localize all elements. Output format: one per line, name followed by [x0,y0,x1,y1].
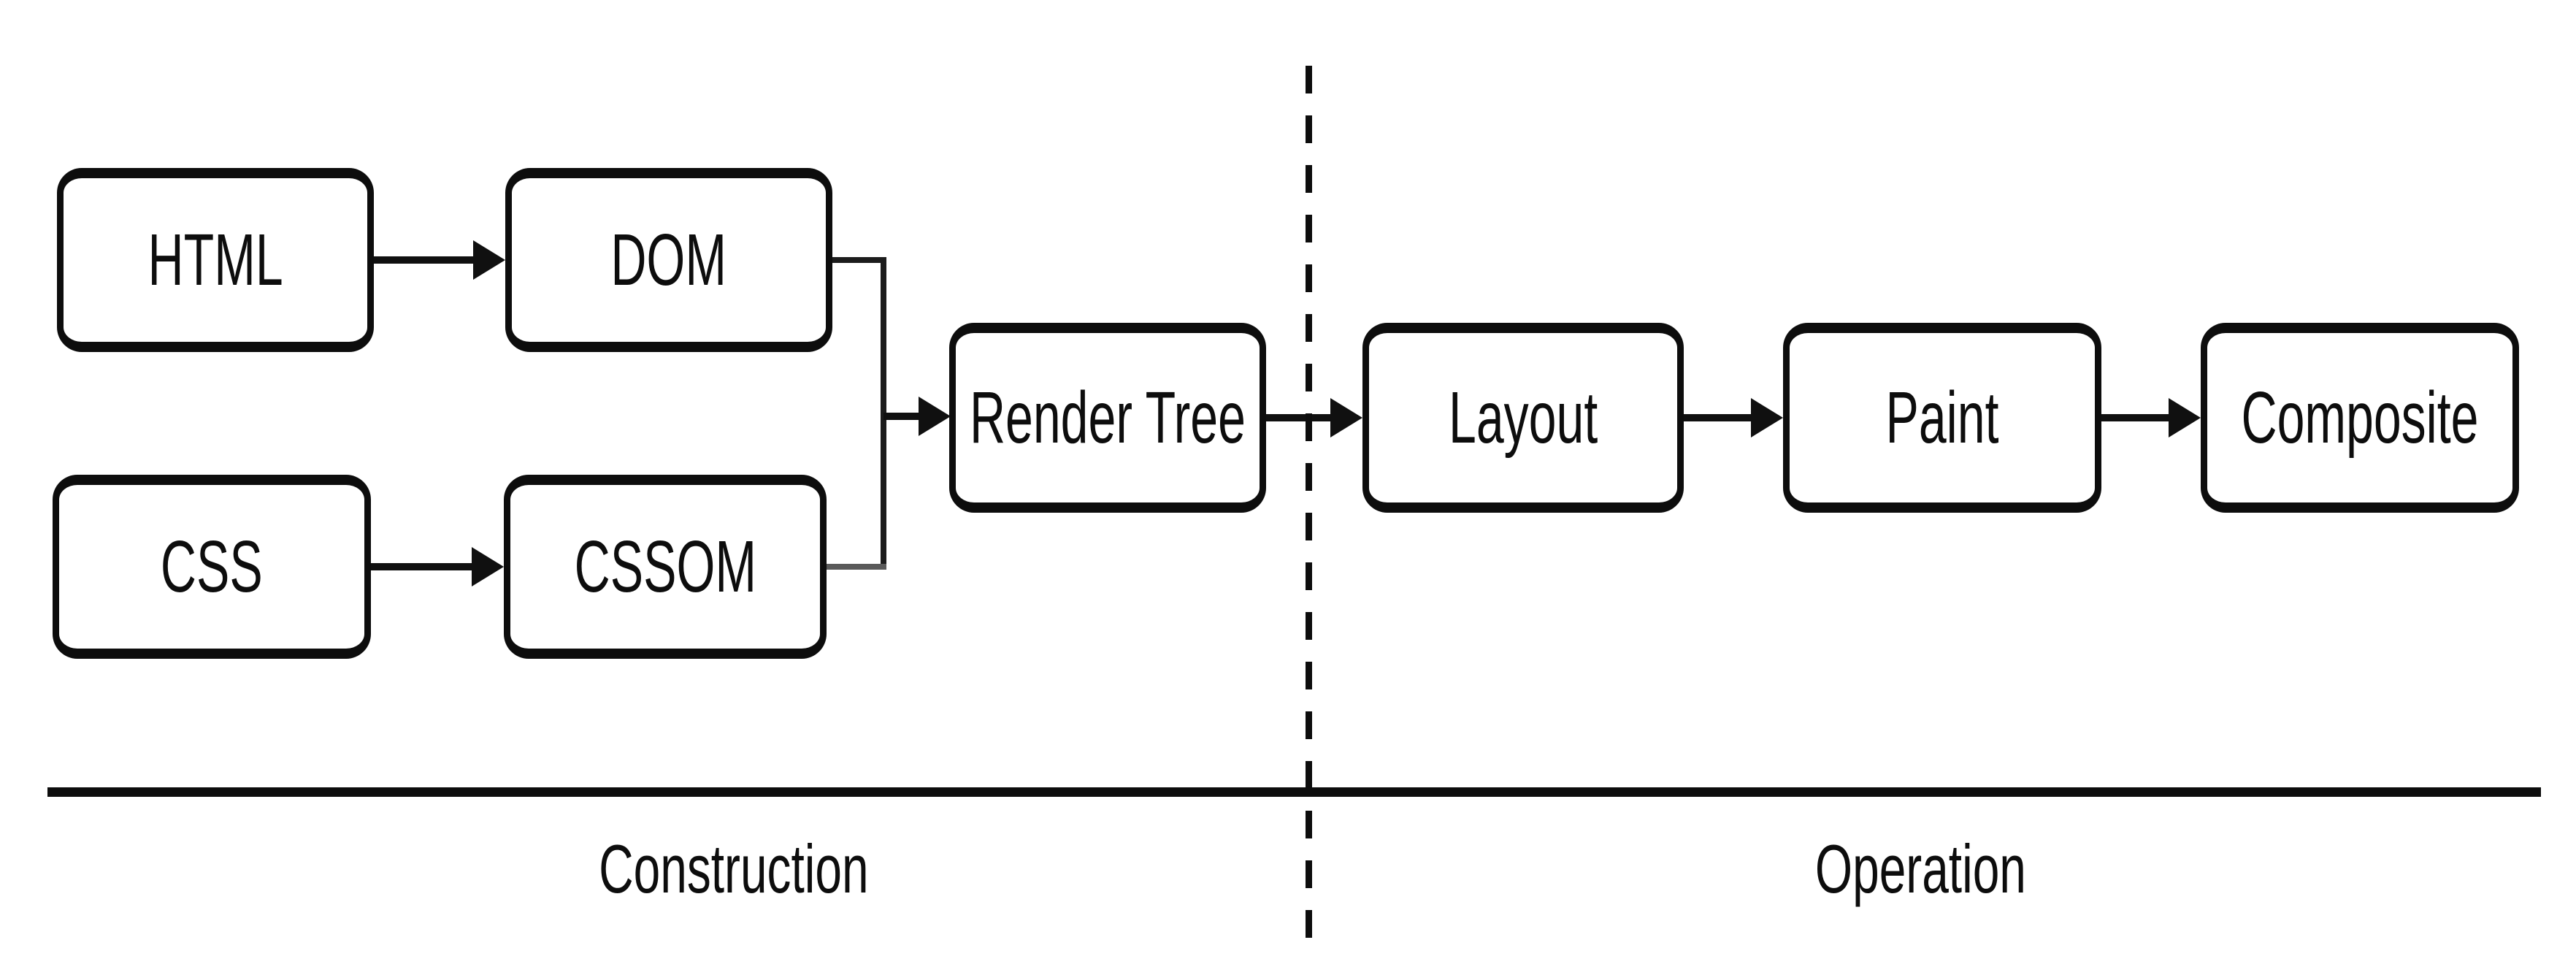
node-paint: Paint [1783,323,2101,513]
arrowhead-css-to-cssom [472,547,504,586]
section-label-operation: Operation [1814,830,2026,907]
arrowhead-render-tree-to-layout [1330,398,1362,437]
node-html: HTML [57,168,374,352]
node-layout-label: Layout [1448,377,1598,459]
arrowhead-paint-to-composite [2169,398,2201,437]
node-paint-label: Paint [1885,377,1999,459]
node-dom: DOM [505,168,832,352]
node-cssom-label: CSSOM [574,526,756,608]
arrowhead-merge-to-render-tree [919,397,951,436]
arrow-html-to-dom [374,256,475,264]
arrow-layout-to-paint [1684,414,1752,421]
phase-divider-dashed-line [1306,66,1312,939]
connector-cssom-horizontal [827,564,886,570]
phase-baseline [47,787,2541,797]
node-css-label: CSS [161,526,263,608]
connector-dom-horizontal [832,257,886,263]
node-composite-label: Composite [2241,377,2479,459]
arrowhead-layout-to-paint [1751,398,1783,437]
node-cssom: CSSOM [504,475,827,659]
arrow-render-tree-to-layout [1266,414,1332,421]
arrowhead-html-to-dom [473,240,505,280]
section-label-construction: Construction [599,830,869,907]
node-css: CSS [53,475,371,659]
node-html-label: HTML [147,219,283,301]
arrow-merge-to-render-tree [883,413,920,420]
node-composite: Composite [2201,323,2519,513]
node-render-tree-label: Render Tree [970,377,1246,459]
node-render-tree: Render Tree [949,323,1266,513]
arrow-paint-to-composite [2101,414,2170,421]
node-dom-label: DOM [610,219,727,301]
arrow-css-to-cssom [371,563,472,570]
node-layout: Layout [1362,323,1684,513]
